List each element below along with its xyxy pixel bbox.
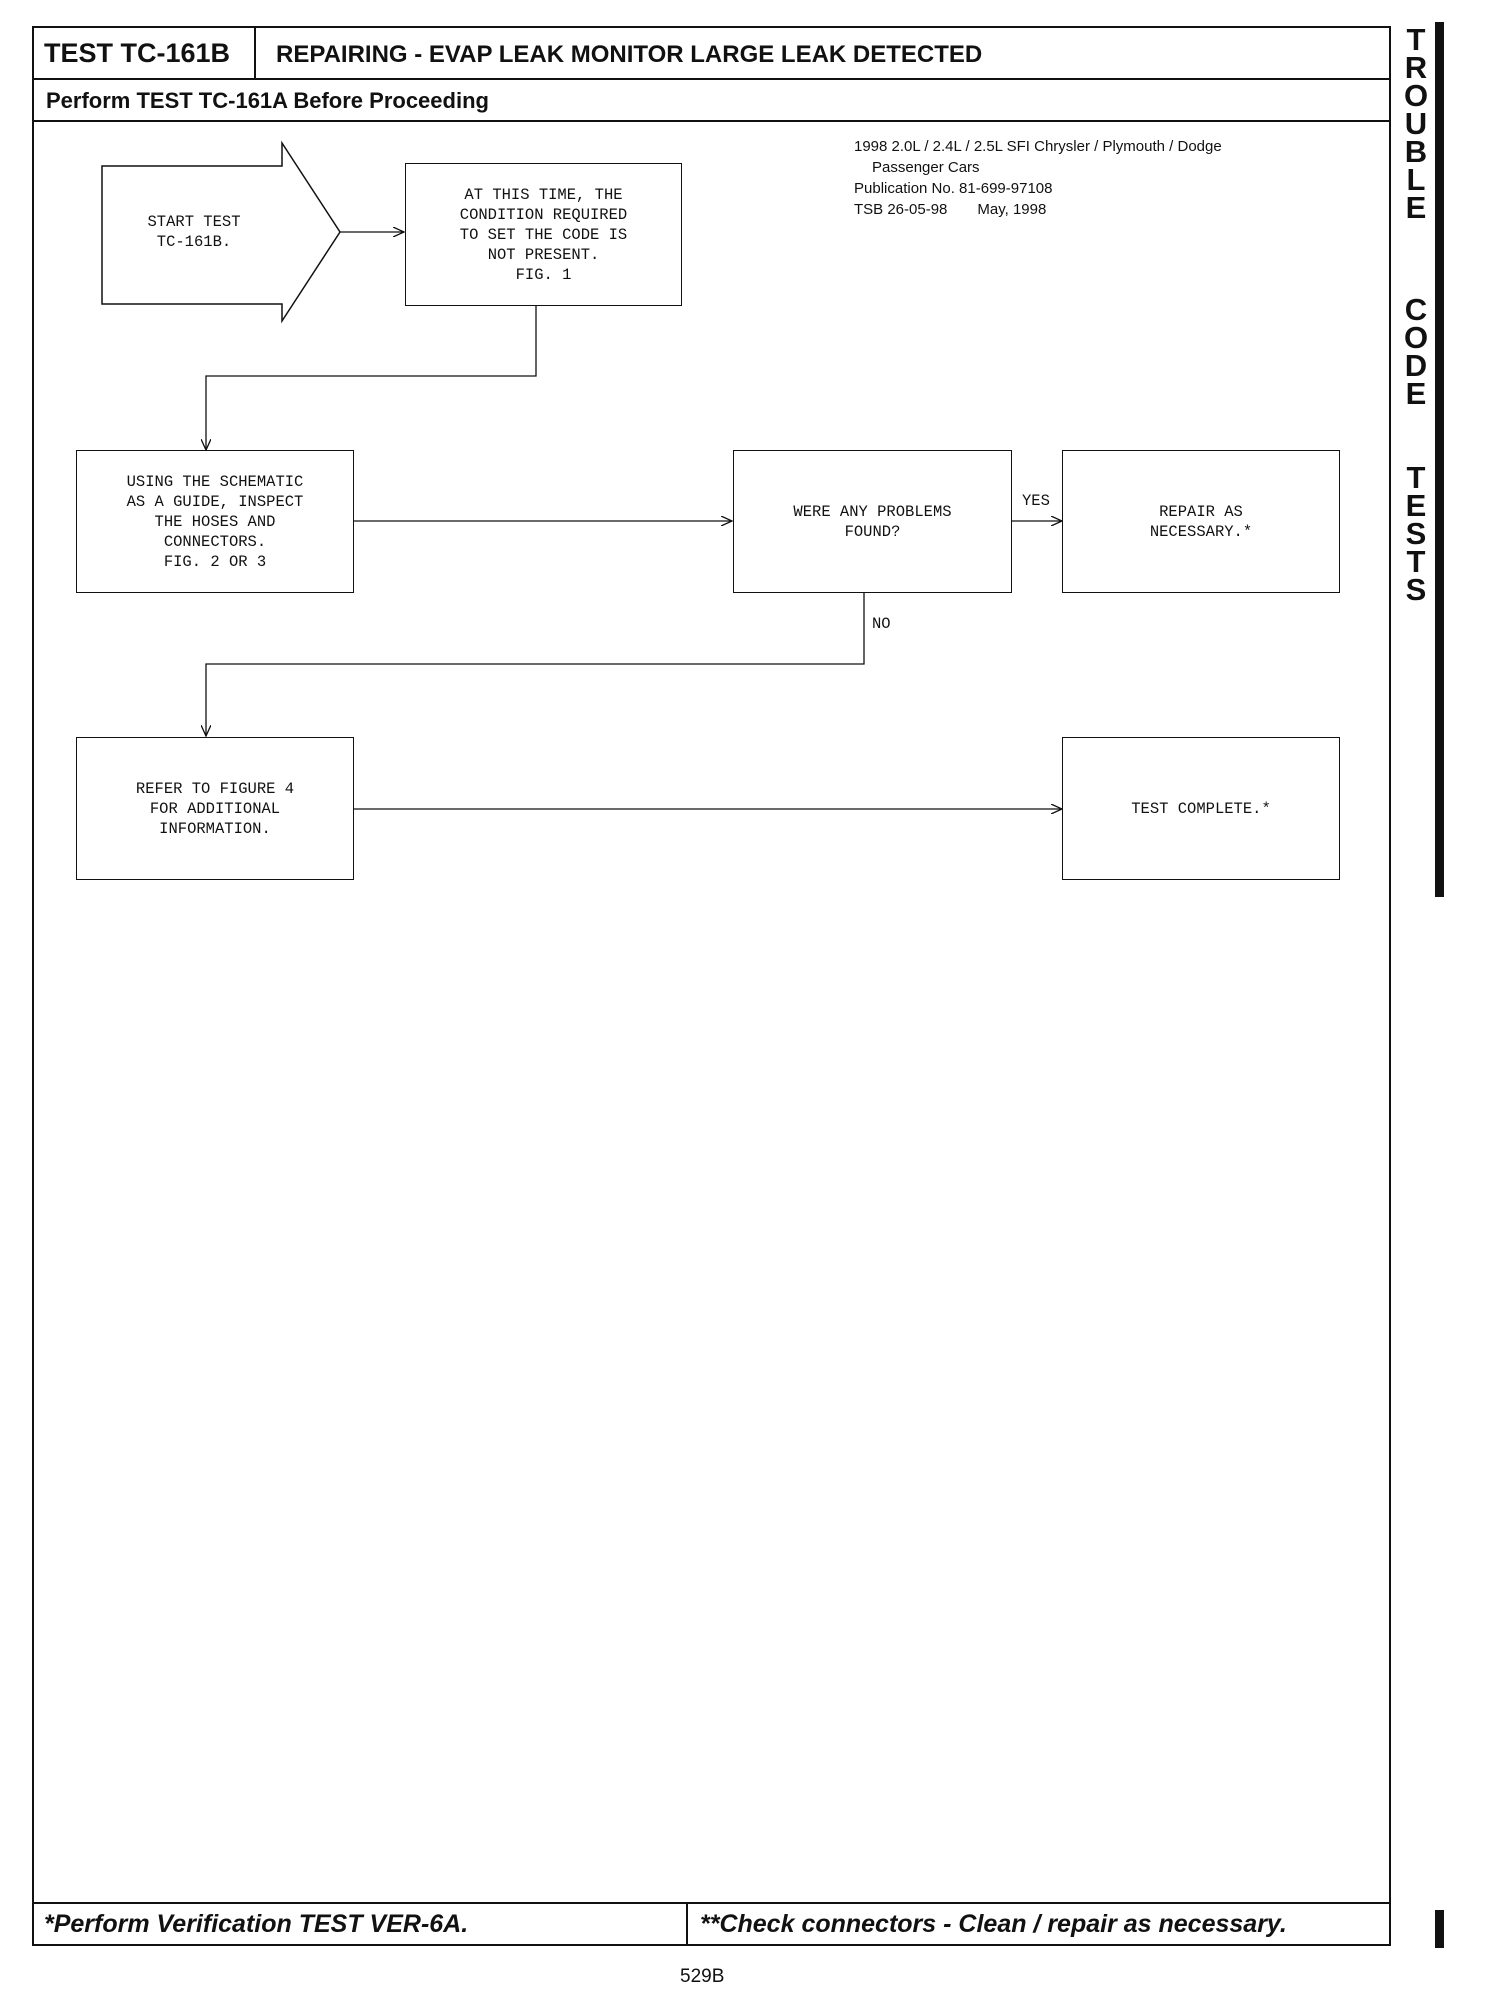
- side-tab-bar: [1435, 22, 1444, 897]
- connector-no: [206, 592, 865, 736]
- side-letter: E: [1405, 488, 1427, 523]
- side-letter: C: [1404, 292, 1428, 327]
- side-letter: R: [1404, 50, 1428, 85]
- tsb-number: TSB 26-05-98: [854, 201, 948, 218]
- side-letter: S: [1405, 572, 1427, 607]
- prerequisite-row: [34, 80, 1389, 122]
- refer-step: REFER TO FIGURE 4 FOR ADDITIONAL INFORMA…: [76, 737, 354, 880]
- publication-number: Publication No. 81-699-97108: [854, 180, 1053, 197]
- side-tab-bar-bottom: [1435, 1910, 1444, 1948]
- decision-step: WERE ANY PROBLEMS FOUND?: [733, 450, 1012, 593]
- footer-divider: [686, 1902, 688, 1944]
- yes-label: YES: [1022, 492, 1050, 510]
- header-row: [34, 28, 1389, 80]
- side-letter: L: [1406, 162, 1426, 197]
- side-letter: O: [1403, 320, 1429, 355]
- side-letter: O: [1403, 78, 1429, 113]
- publication-line1: 1998 2.0L / 2.4L / 2.5L SFI Chrysler / P…: [854, 138, 1222, 155]
- start-arrow-shape: [101, 140, 341, 324]
- side-letter: E: [1405, 376, 1427, 411]
- repair-step: REPAIR AS NECESSARY.*: [1062, 450, 1340, 593]
- side-letter: T: [1406, 22, 1426, 57]
- side-letter: B: [1404, 134, 1428, 169]
- publication-line2: Passenger Cars: [872, 159, 980, 176]
- no-label: NO: [872, 615, 891, 633]
- publication-info: 1998 2.0L / 2.4L / 2.5L SFI Chrysler / P…: [854, 136, 1222, 220]
- side-letter: U: [1404, 106, 1428, 141]
- side-letter: E: [1405, 190, 1427, 225]
- page-number: 529B: [680, 1966, 725, 1987]
- side-letter: T: [1406, 460, 1426, 495]
- test-title: REPAIRING - EVAP LEAK MONITOR LARGE LEAK…: [276, 41, 983, 68]
- footer-row: [34, 1902, 1389, 1946]
- prerequisite-text: Perform TEST TC-161A Before Proceeding: [46, 88, 489, 113]
- condition-step: AT THIS TIME, THE CONDITION REQUIRED TO …: [405, 163, 682, 306]
- test-id: TEST TC-161B: [34, 28, 256, 78]
- side-letter: S: [1405, 516, 1427, 551]
- complete-step: TEST COMPLETE.*: [1062, 737, 1340, 880]
- publication-date: May, 1998: [977, 201, 1047, 218]
- side-letter: D: [1404, 348, 1428, 383]
- inspect-step: USING THE SCHEMATIC AS A GUIDE, INSPECT …: [76, 450, 354, 593]
- footer-verification-note: *Perform Verification TEST VER-6A.: [44, 1910, 469, 1938]
- side-tab-tests: T E S T S: [1396, 460, 1436, 607]
- side-letter: T: [1406, 544, 1426, 579]
- footer-connector-note: **Check connectors - Clean / repair as n…: [700, 1910, 1287, 1938]
- connector-condition-inspect: [206, 306, 537, 450]
- side-tab-trouble: T R O U B L E: [1396, 22, 1436, 225]
- side-tab-code: C O D E: [1396, 292, 1436, 411]
- start-step: START TEST TC-161B.: [147, 213, 241, 251]
- page-frame: [32, 26, 1391, 1946]
